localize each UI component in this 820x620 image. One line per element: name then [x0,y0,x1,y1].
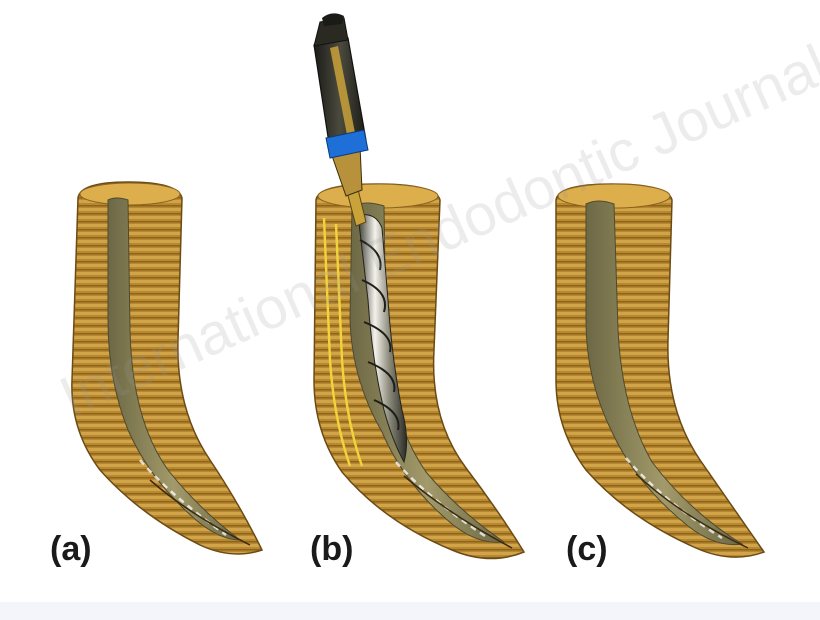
bottom-strip [0,602,820,620]
root-top-surface [80,183,180,205]
panel-label-a: (a) [50,530,92,569]
panel-label-c: (c) [566,530,608,569]
panel-label-b: (b) [310,530,353,569]
root-dentin [314,184,524,559]
tooth-root-b [314,184,524,559]
tooth-root-c [556,184,764,557]
root-dentin [72,182,262,554]
tooth-root-a [72,182,262,554]
instrument-top-knob [322,13,344,26]
